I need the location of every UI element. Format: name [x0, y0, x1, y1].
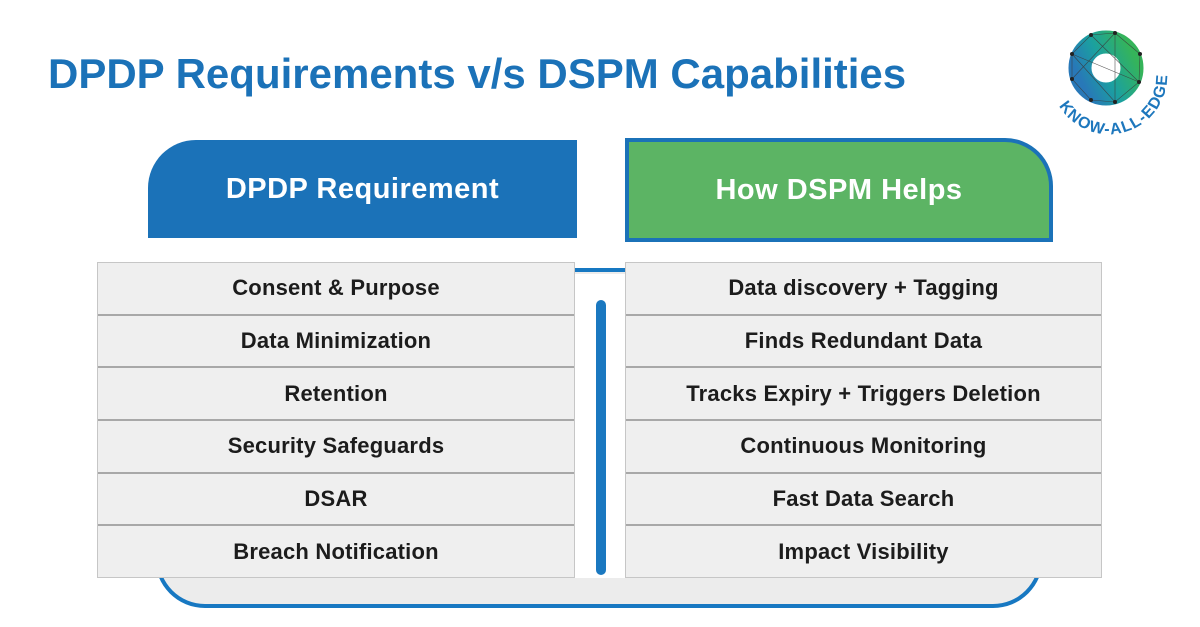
table-row: Consent & Purpose — [232, 275, 440, 301]
table-row: Continuous Monitoring — [626, 419, 1101, 472]
table-row: Fast Data Search — [626, 471, 1101, 525]
table-row: Security Safeguards — [98, 419, 574, 472]
table-row: Data discovery + Tagging — [728, 275, 999, 301]
table-row: Impact Visibility — [626, 524, 1101, 577]
torus-icon — [1068, 30, 1144, 106]
page-title: DPDP Requirements v/s DSPM Capabilities — [48, 50, 907, 97]
table-row: Data Minimization — [98, 313, 574, 367]
center-divider-bar — [596, 300, 606, 575]
header-how-dspm-helps: How DSPM Helps — [625, 138, 1053, 242]
table-row: Tracks Expiry + Triggers Deletion — [626, 366, 1101, 419]
table-row: Breach Notification — [98, 524, 574, 577]
table-row: Retention — [98, 366, 574, 419]
table-dspm-capabilities: Data discovery + Tagging Finds Redundant… — [625, 262, 1102, 578]
table-dpdp-requirements: Consent & Purpose Data Minimization Rete… — [97, 262, 575, 578]
brand-logo-icon: KNOW-ALL-EDGE — [1055, 30, 1170, 138]
header-dpdp-requirement: DPDP Requirement — [148, 140, 577, 238]
network-dots-icon — [1070, 31, 1142, 104]
table-row: Finds Redundant Data — [626, 313, 1101, 367]
table-row: DSAR — [98, 471, 574, 525]
